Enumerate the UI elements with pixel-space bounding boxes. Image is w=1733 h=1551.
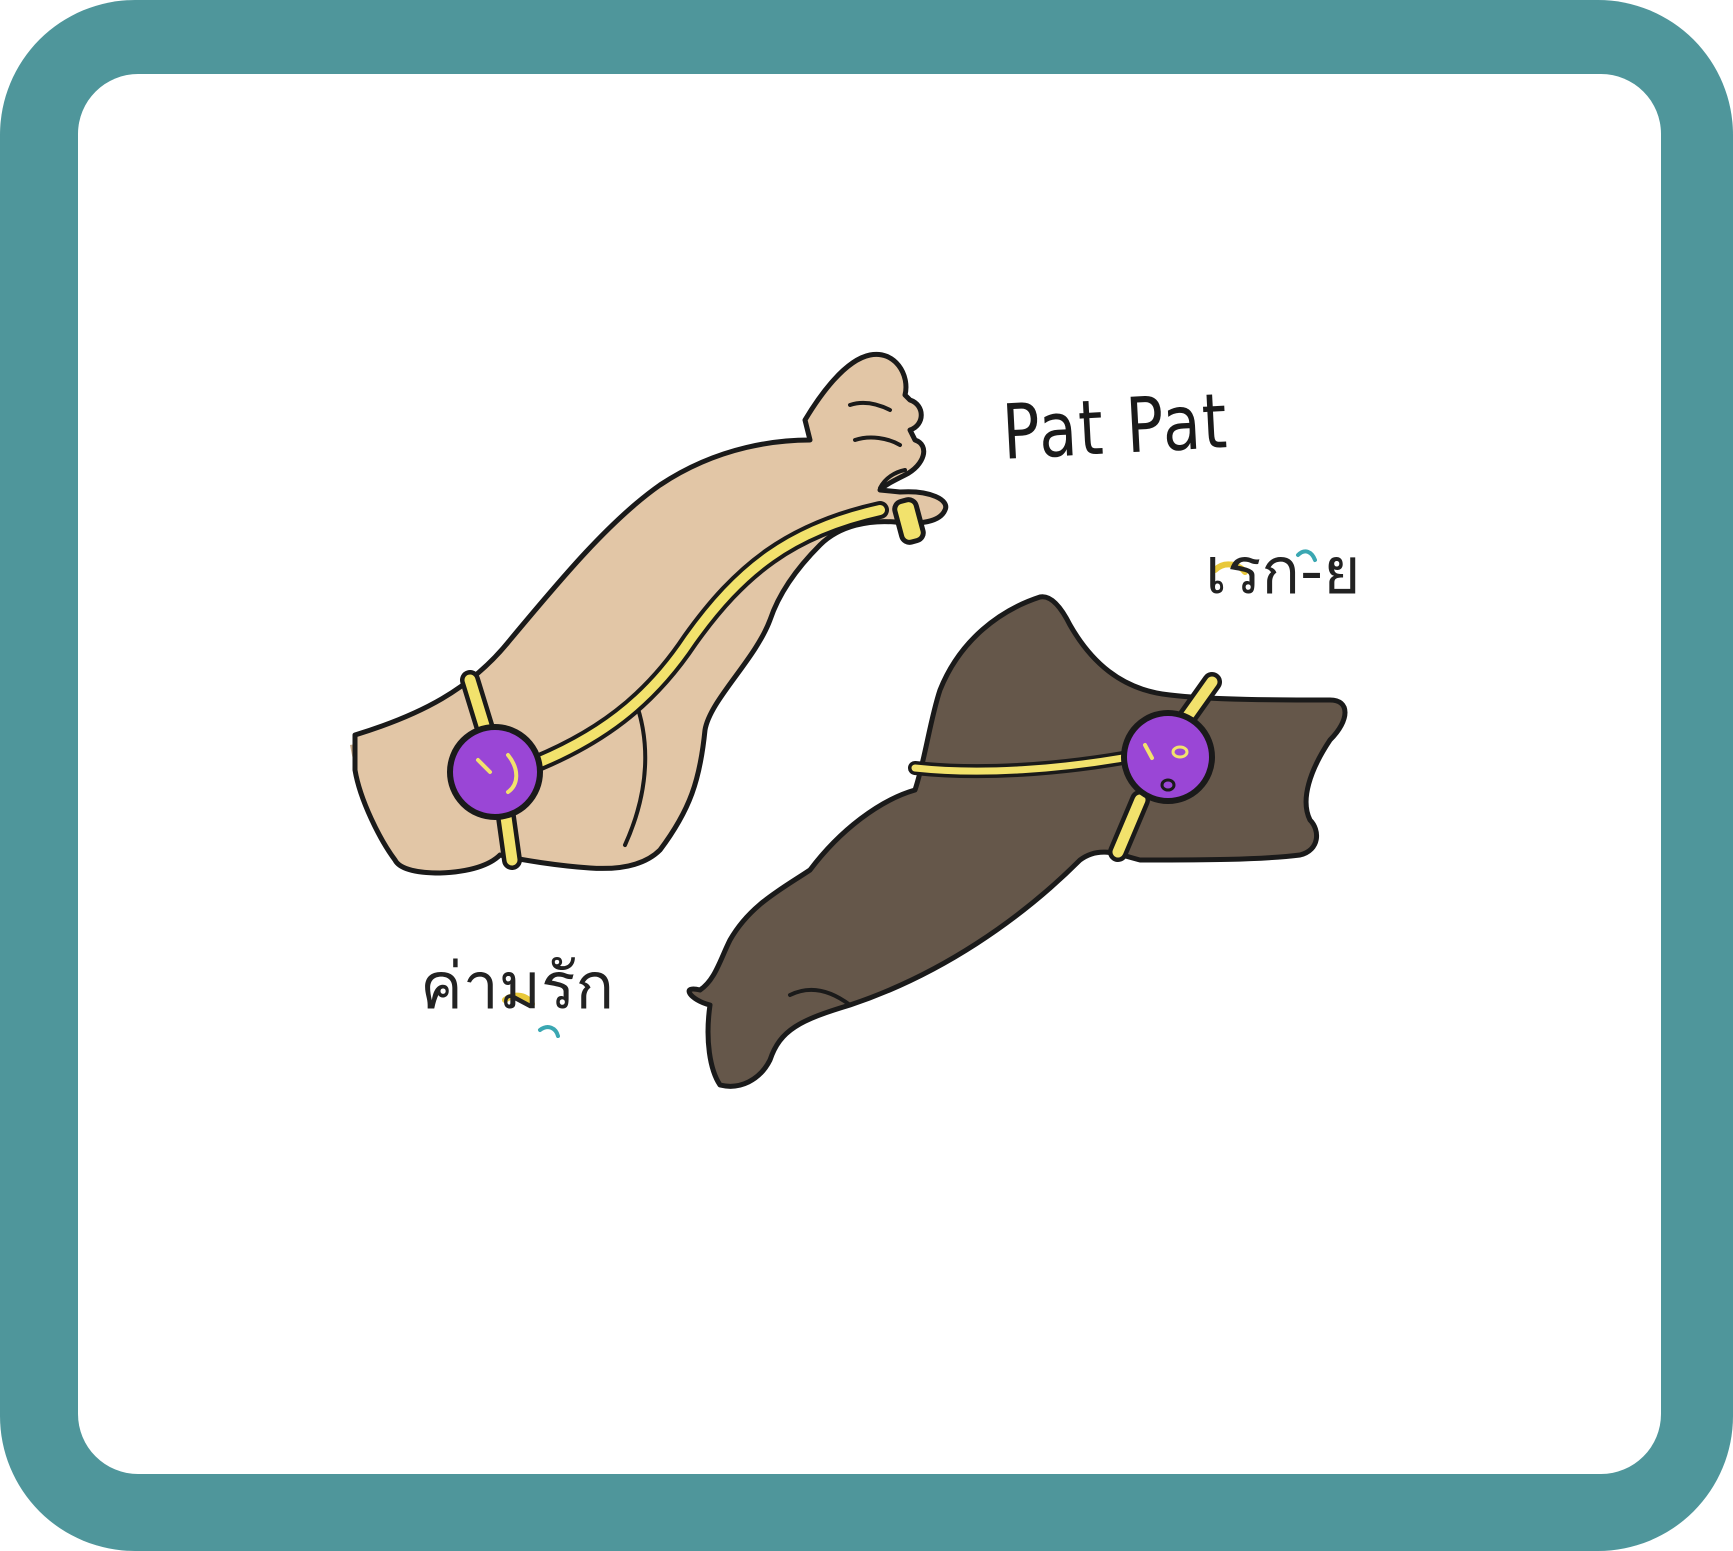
toe-line-2 — [853, 435, 902, 447]
toe-ring — [892, 497, 926, 545]
charm-mark-1 — [476, 758, 492, 774]
accent-yellow-right — [1212, 561, 1248, 575]
charm-mark-2 — [506, 753, 519, 794]
light-foot — [350, 351, 949, 876]
card-inner — [78, 74, 1661, 1474]
anklet-strap-fill — [911, 751, 1144, 775]
accent-teal-left — [538, 1025, 560, 1038]
toe-line-1 — [848, 400, 892, 412]
accent-teal-right — [1296, 549, 1317, 562]
heel-line — [623, 698, 648, 847]
label-thai-right: เรก-ย — [1205, 535, 1361, 609]
purple-charm-icon — [447, 724, 543, 820]
toe-strap-fill — [515, 505, 885, 775]
label-pat-pat: Pat Pat — [1000, 376, 1231, 477]
anklet-vertical-fill — [1112, 676, 1218, 858]
charm-dark-mark-2 — [1171, 745, 1189, 759]
charm-dark-mark-3 — [1160, 778, 1176, 792]
accent-yellow-left — [502, 992, 535, 1007]
label-thai-left: ค่ามรัก — [420, 950, 615, 1024]
dark-heel-line — [788, 987, 852, 1007]
purple-charm-dark-icon — [1121, 710, 1215, 804]
toe-line-3 — [878, 468, 907, 490]
charm-dark-mark-1 — [1143, 743, 1154, 760]
dark-foot — [686, 594, 1348, 1089]
